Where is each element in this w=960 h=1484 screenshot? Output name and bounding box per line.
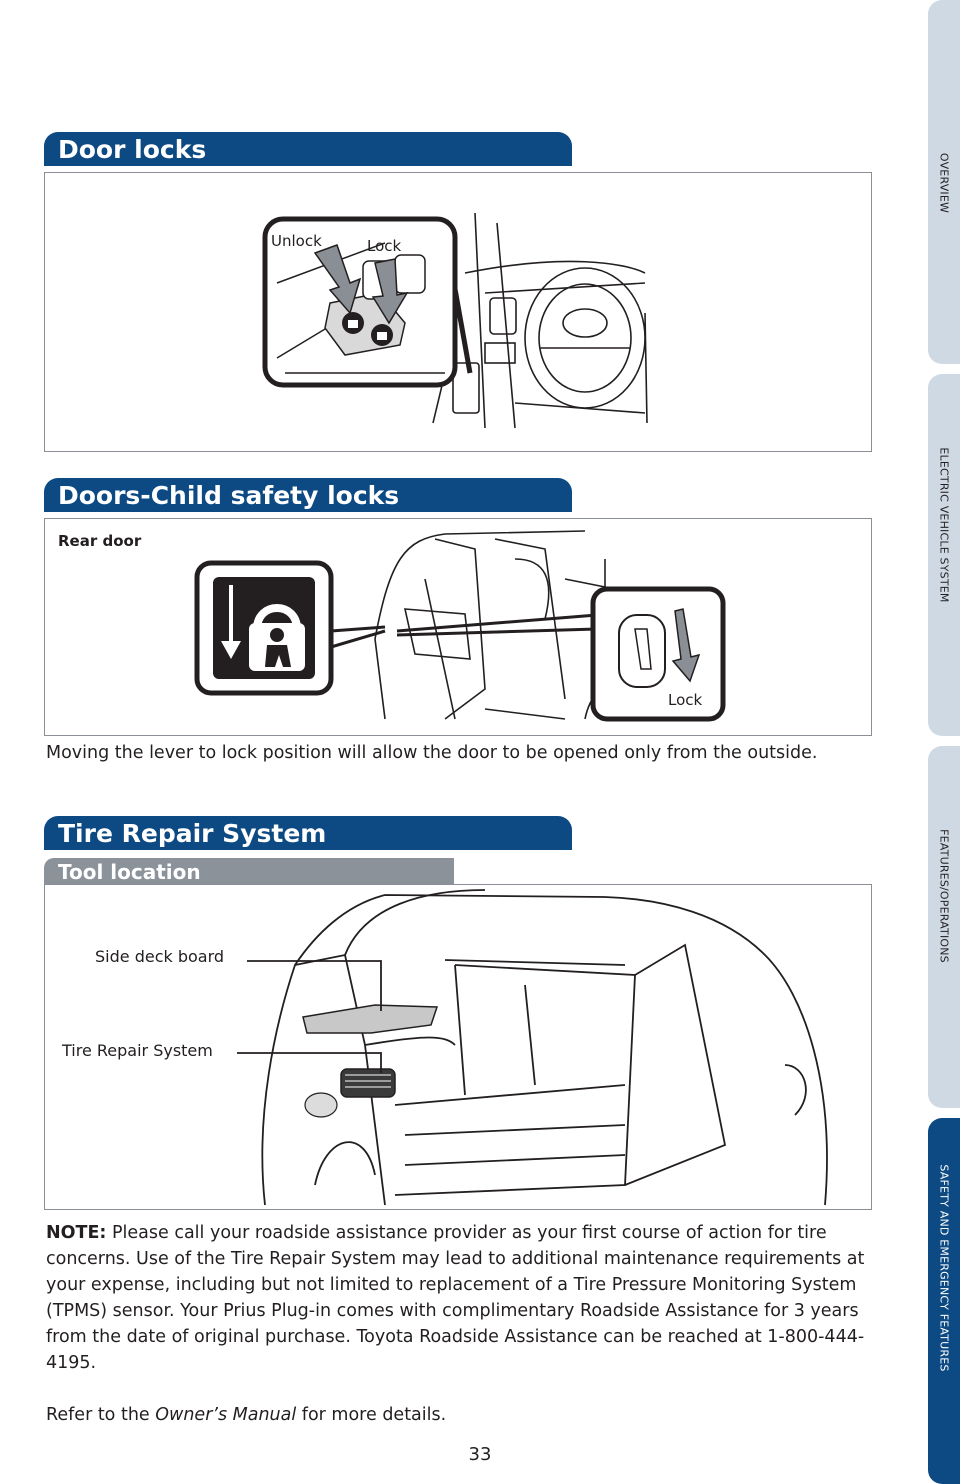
side-deck-board-label: Side deck board <box>95 947 225 966</box>
lock-label: Lock <box>367 237 402 255</box>
note-label: NOTE: <box>46 1223 107 1243</box>
tire-repair-system-label: Tire Repair System <box>62 1041 213 1060</box>
page-number: 33 <box>468 1444 492 1465</box>
child-lock-description: Moving the lever to lock position will a… <box>46 743 818 763</box>
child-lock-label: Lock <box>668 691 703 709</box>
child-lock-illustration <box>44 518 872 736</box>
side-tab-electric-vehicle-system[interactable] <box>928 374 960 736</box>
rear-door-label: Rear door <box>58 532 142 550</box>
side-tab-features-operations[interactable] <box>928 746 960 1108</box>
subsection-header-tool-location: Tool location <box>44 858 454 884</box>
side-tab-overview[interactable] <box>928 0 960 364</box>
section-header-child-safety-locks: Doors-Child safety locks <box>44 478 572 512</box>
door-locks-illustration <box>44 172 872 452</box>
tire-repair-note: NOTE: Please call your roadside assistan… <box>46 1220 866 1376</box>
side-tab-safety-emergency[interactable] <box>928 1118 960 1484</box>
rear-door-illustration <box>194 530 726 722</box>
section-header-door-locks: Door locks <box>44 132 572 166</box>
tire-repair-illustration <box>44 884 872 1210</box>
cargo-area-illustration <box>237 889 828 1206</box>
note-text: Please call your roadside assistance pro… <box>46 1223 865 1373</box>
door-lock-switch-illustration <box>262 212 648 429</box>
unlock-label: Unlock <box>271 232 322 250</box>
refer-owners-manual: Refer to the Owner’s Manual for more det… <box>46 1405 447 1425</box>
owners-manual-title: Owner’s Manual <box>155 1405 297 1425</box>
section-header-tire-repair: Tire Repair System <box>44 816 572 850</box>
